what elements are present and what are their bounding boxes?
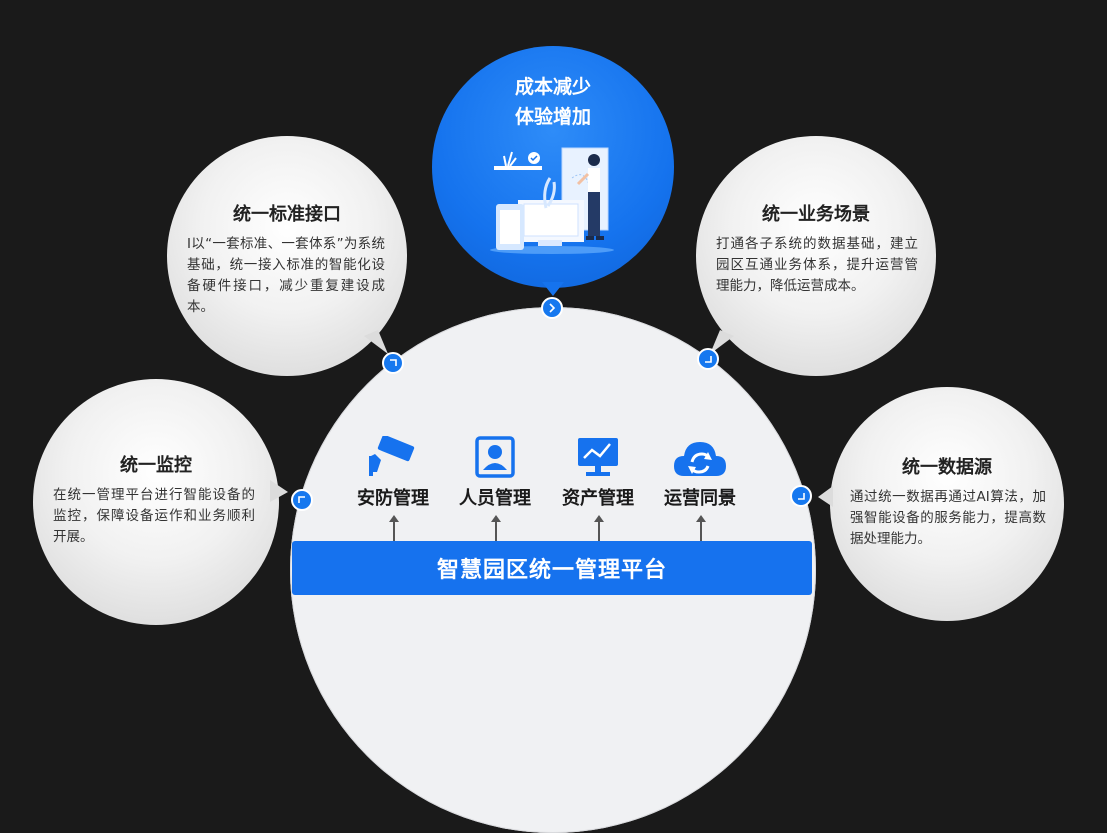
corner-arrow-icon [298, 496, 305, 503]
bubble-text: 在统一管理平台进行智能设备的监控，保障设备运作和业务顺利开展。 [53, 487, 255, 545]
connector-dot [541, 297, 563, 319]
module-security: 安防管理 [333, 432, 453, 510]
bubble-title: 统一监控 [120, 455, 192, 476]
bubble-text: I以“一套标准、一套体系”为系统基础，统一接入标准的智能化设备硬件接口，减少重复… [187, 236, 385, 315]
bubble-unified-business: 统一业务场景 打通各子系统的数据基础，建立园区互通业务体系，提升运营管理能力，降… [696, 136, 936, 376]
module-personnel: 人员管理 [435, 432, 555, 510]
connector-dot [697, 348, 719, 370]
bubble-unified-data-source: 统一数据源 通过统一数据再通过AI算法，加强智能设备的服务能力，提高数据处理能力… [830, 387, 1064, 621]
bubble-cost-experience: 成本减少 体验增加 [432, 46, 674, 288]
bubble-title: 统一业务场景 [762, 204, 870, 225]
connector-dot [790, 485, 812, 507]
cloud-sync-icon [640, 432, 760, 478]
up-arrow [491, 515, 501, 541]
up-arrow [696, 515, 706, 541]
bubble-title-line-1: 成本减少 [514, 76, 591, 98]
monitor-chart-icon [538, 432, 658, 478]
connector-dot [382, 352, 404, 374]
module-label: 运营同景 [664, 488, 736, 509]
bubble-tail [818, 486, 833, 507]
module-label: 资产管理 [562, 488, 634, 509]
camera-icon [333, 432, 453, 478]
module-operations: 运营同景 [640, 432, 760, 510]
connector-dot [291, 489, 313, 511]
up-arrow [594, 515, 604, 541]
bubble-title: 统一标准接口 [233, 204, 341, 225]
face-id-icon [435, 432, 555, 478]
bubble-title: 统一数据源 [902, 457, 992, 478]
bubble-text: 通过统一数据再通过AI算法，加强智能设备的服务能力，提高数据处理能力。 [850, 489, 1046, 547]
module-label: 人员管理 [459, 488, 531, 509]
bubble-unified-monitoring: 统一监控 在统一管理平台进行智能设备的监控，保障设备运作和业务顺利开展。 [33, 379, 279, 625]
bubble-tail [364, 330, 388, 354]
platform-title-bar: 智慧园区统一管理平台 [292, 541, 812, 595]
corner-arrow-icon [705, 356, 712, 363]
bubble-tail [270, 480, 288, 502]
corner-arrow-icon [390, 359, 397, 366]
module-label: 安防管理 [357, 488, 429, 509]
bubble-text: 打通各子系统的数据基础，建立园区互通业务体系，提升运营管理能力，降低运营成本。 [716, 236, 918, 294]
bubble-tail [710, 330, 734, 354]
bubble-unified-interface: 统一标准接口 I以“一套标准、一套体系”为系统基础，统一接入标准的智能化设备硬件… [167, 136, 407, 376]
module-assets: 资产管理 [538, 432, 658, 510]
up-arrow [389, 515, 399, 541]
diagram-stage: 统一监控 在统一管理平台进行智能设备的监控，保障设备运作和业务顺利开展。 统一标… [33, 46, 1064, 833]
bubble-tail [542, 282, 564, 296]
person-working-illustration [490, 147, 614, 254]
bubble-title-line-2: 体验增加 [514, 106, 591, 128]
corner-arrow-icon [798, 493, 805, 500]
chevron-right-icon [549, 303, 556, 313]
